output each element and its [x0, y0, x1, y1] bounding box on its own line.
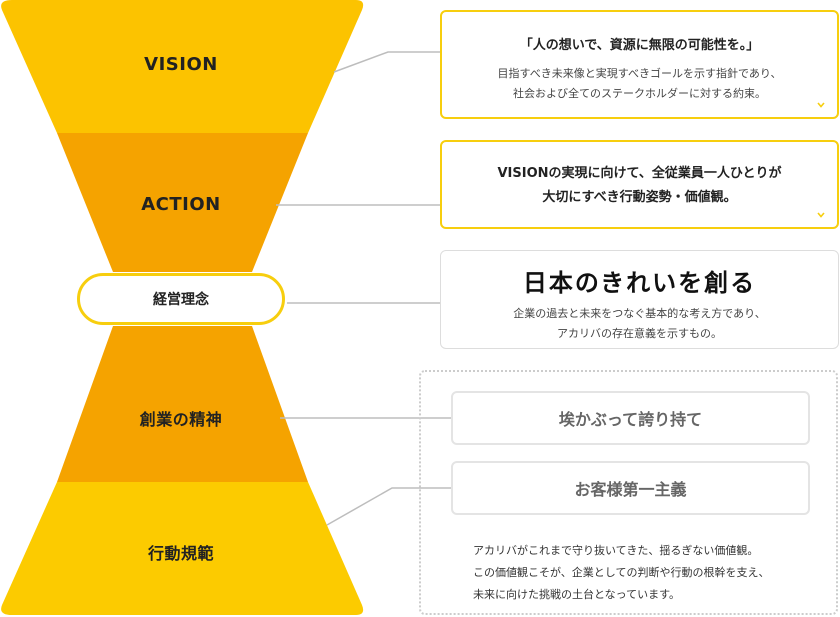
philosophy-description-line2: アカリバの存在意義を示すもの。: [557, 327, 722, 340]
customer-first-box: お客様第一主義: [451, 461, 810, 515]
values-note: アカリバがこれまで守り抜いてきた、揺るぎない価値観。 この価値観こそが、企業とし…: [473, 540, 769, 606]
customer-first-text: お客様第一主義: [574, 480, 687, 499]
vision-description-line1: 目指すべき未来像と実現すべきゴールを示す指針であり、: [497, 67, 782, 80]
founding-spirit-segment: [57, 326, 308, 482]
founding-spirit-label: 創業の精神: [139, 410, 223, 429]
vision-card[interactable]: 「人の想いで、資源に無限の可能性を。」 目指すべき未来像と実現すべきゴールを示す…: [440, 10, 839, 119]
action-line1: VISIONの実現に向けて、全従業員一人ひとりが: [497, 166, 782, 181]
philosophy-pill[interactable]: 経営理念: [77, 273, 285, 325]
conduct-label: 行動規範: [147, 544, 214, 563]
action-line2: 大切にすべき行動姿勢・価値観。: [542, 190, 737, 205]
conduct-connector: [326, 487, 451, 526]
action-segment: [57, 133, 308, 272]
conduct-segment: [1, 482, 364, 615]
founding-value-text: 埃かぶって誇り持て: [558, 410, 703, 429]
philosophy-logo: 日本のきれいを創る: [522, 268, 757, 297]
chevron-down-icon[interactable]: [817, 211, 825, 219]
values-note-line2: この価値観こそが、企業としての判断や行動の根幹を支え、: [473, 566, 770, 579]
vision-segment: [1, 0, 364, 133]
values-container: [419, 370, 838, 615]
vision-connector: [333, 51, 440, 73]
values-note-line1: アカリバがこれまで守り抜いてきた、揺るぎない価値観。: [473, 544, 759, 557]
philosophy-card: 日本のきれいを創る 企業の過去と未来をつなぐ基本的な考え方であり、 アカリバの存…: [440, 250, 839, 349]
vision-description-line2: 社会および全てのステークホルダーに対する約束。: [513, 87, 766, 100]
chevron-down-icon[interactable]: [817, 101, 825, 109]
vision-label: VISION: [144, 54, 218, 75]
action-card[interactable]: VISIONの実現に向けて、全従業員一人ひとりが 大切にすべき行動姿勢・価値観。: [440, 140, 839, 229]
values-note-line3: 未来に向けた挑戦の土台となっています。: [473, 588, 681, 601]
action-label: ACTION: [141, 194, 221, 215]
vision-statement: 「人の想いで、資源に無限の可能性を。」: [519, 38, 760, 53]
founding-value-box: 埃かぶって誇り持て: [451, 391, 810, 445]
philosophy-label: 経営理念: [153, 292, 209, 308]
philosophy-description-line1: 企業の過去と未来をつなぐ基本的な考え方であり、: [513, 307, 766, 320]
